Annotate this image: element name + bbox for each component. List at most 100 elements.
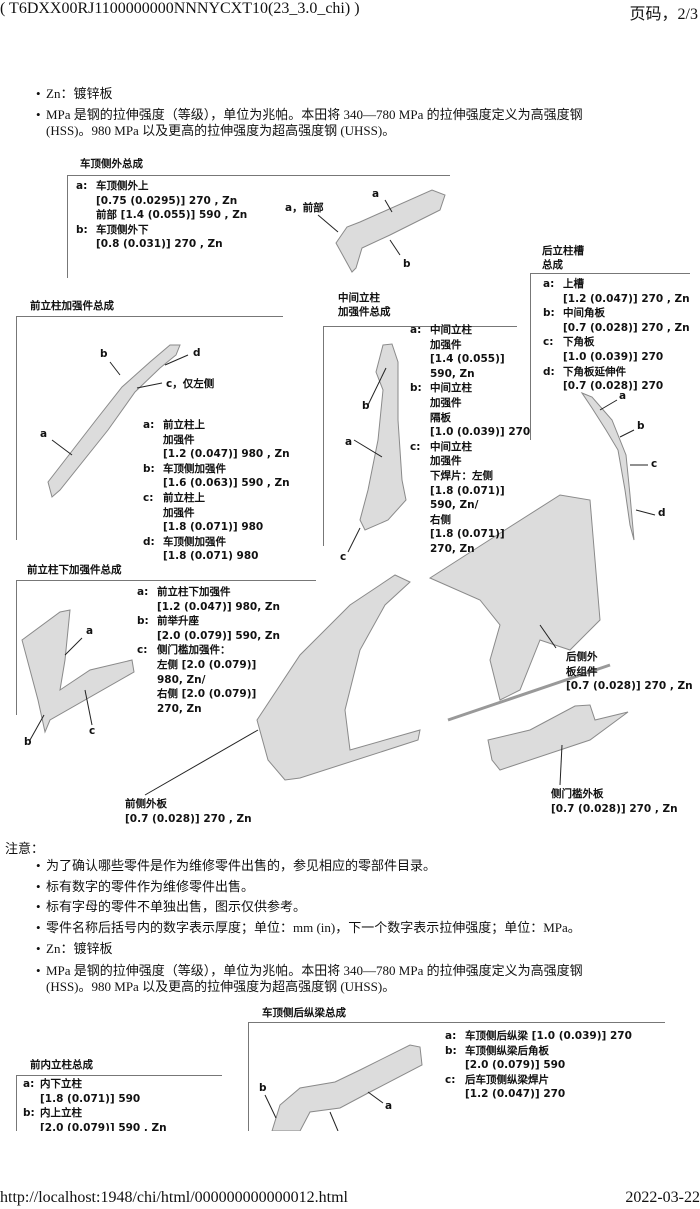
front-pillar-reinf-legend: a:前立柱上加强件[1.2 (0.047)] 980 , Zn b:车顶侧加强件… bbox=[143, 418, 290, 564]
parts-illustration bbox=[21, 189, 656, 796]
item-line: 车顶侧加强件 bbox=[163, 535, 226, 548]
bullet-text: Zn：镀锌板 bbox=[46, 941, 113, 956]
front-side-outer-label: 前侧外板[0.7 (0.028)] 270 , Zn bbox=[125, 797, 252, 826]
notes-heading: 注意： bbox=[5, 841, 45, 856]
item-line: [1.8 (0.071)] bbox=[430, 528, 505, 541]
divider bbox=[248, 1022, 249, 1131]
legend-item: c: 下角板[1.0 (0.039)] 270 bbox=[543, 335, 690, 364]
callout-b: b bbox=[100, 348, 108, 360]
item-line: 中间角板 bbox=[563, 307, 605, 320]
roof-side-outer-part bbox=[335, 189, 446, 273]
legend-item: b:中间立柱加强件隔板[1.0 (0.039)] 270 bbox=[410, 381, 530, 439]
item-line: [1.0 (0.039)] 270 bbox=[563, 350, 664, 363]
item-line: 车顶侧加强件 bbox=[163, 462, 226, 475]
page-url: http://localhost:1948/chi/html/000000000… bbox=[0, 1189, 348, 1206]
item-line: [0.7 (0.028)] 270 bbox=[563, 380, 664, 393]
callout-c-left-only: c，仅左侧 bbox=[166, 378, 215, 390]
item-line: [1.2 (0.047)] 980 , Zn bbox=[163, 448, 290, 461]
callout-c: c bbox=[340, 551, 347, 563]
callout-a: a bbox=[345, 436, 353, 448]
rear-pillar-channel-legend: a:上槽[1.2 (0.047)] 270 , Zn b:中间角板[0.7 (0… bbox=[543, 277, 690, 394]
legend-item: c:中间立柱加强件下焊片：左侧[1.8 (0.071)]590, Zn/右侧[1… bbox=[410, 440, 530, 557]
item-line: [0.7 (0.028)] 270 , Zn bbox=[563, 321, 690, 334]
bullet-zn: •Zn：镀锌板 bbox=[36, 86, 113, 101]
item-line: 侧门槛加强件： bbox=[157, 644, 231, 657]
item-line: 中间立柱 bbox=[430, 382, 472, 395]
callout-d: d bbox=[193, 347, 201, 359]
item-line: [1.6 (0.063)] 590 , Zn bbox=[163, 477, 290, 490]
item-key: b: bbox=[543, 307, 555, 320]
item-key: c: bbox=[410, 440, 421, 453]
divider bbox=[530, 273, 531, 440]
callout-d: d bbox=[658, 507, 666, 519]
callout-a-front: a，前部 bbox=[285, 202, 324, 214]
lower-parts-illustration bbox=[264, 1044, 423, 1131]
item-key: d: bbox=[543, 365, 555, 378]
bullet-text: 标有字母的零件不单独出售，图示仅供参考。 bbox=[46, 899, 307, 914]
item-key: a: bbox=[410, 324, 422, 336]
item-line: [1.2 (0.047)] 980, Zn bbox=[157, 600, 280, 613]
legend-item: b:车顶侧纵梁后角板[2.0 (0.079)] 590 bbox=[445, 1044, 632, 1073]
callout-b: b bbox=[403, 258, 411, 270]
bullet-text: MPa 是钢的拉伸强度（等级），单位为兆帕。本田将 340—780 MPa 的拉… bbox=[46, 963, 583, 978]
item-line: 中间立柱 bbox=[430, 440, 472, 453]
item-key: a: bbox=[76, 180, 88, 192]
callout-a: a bbox=[619, 390, 627, 402]
callout-a: a bbox=[372, 188, 380, 200]
front-pillar-lower-legend: a:前立柱下加强件[1.2 (0.047)] 980, Zn b:前举升座[2.… bbox=[137, 585, 280, 716]
item-line: 隔板 bbox=[430, 411, 451, 424]
label-line: [0.7 (0.028)] 270 , Zn bbox=[551, 802, 678, 815]
roof-side-rear-rail-part bbox=[271, 1044, 423, 1131]
item-line: 右侧 bbox=[430, 513, 451, 526]
item-line: 下角板延伸件 bbox=[563, 365, 626, 378]
item-line: 前举升座 bbox=[157, 615, 199, 628]
legend-item: a:中间立柱加强件[1.4 (0.055)]590, Zn bbox=[410, 323, 530, 381]
item-key: c: bbox=[543, 336, 554, 349]
divider bbox=[16, 316, 17, 540]
title-line: 中间立柱 bbox=[338, 292, 380, 304]
item-key: b: bbox=[410, 382, 422, 395]
item-line: [0.8 (0.031)] 270 , Zn bbox=[96, 238, 223, 251]
item-line: 车顶侧外下 bbox=[96, 223, 149, 236]
item-line: 加强件 bbox=[163, 433, 195, 446]
front-pillar-lower-title: 前立柱下加强件总成 bbox=[27, 564, 122, 576]
item-key: a: bbox=[445, 1030, 457, 1042]
item-line: [1.8 (0.071)] 980 bbox=[163, 521, 264, 534]
callout-b: b bbox=[362, 400, 370, 412]
divider bbox=[67, 175, 450, 176]
bullet-text: 标有数字的零件作为维修零件出售。 bbox=[46, 879, 255, 894]
item-line: 内上立柱 bbox=[40, 1107, 82, 1120]
legend-item: a:内下立柱[1.8 (0.071)] 590 bbox=[23, 1077, 167, 1106]
item-key: b: bbox=[76, 223, 88, 236]
legend-item: c:前立柱上加强件[1.8 (0.071)] 980 bbox=[143, 491, 290, 535]
item-line: 590, Zn bbox=[430, 367, 475, 380]
legend-item: c:后车顶侧纵梁焊片[1.2 (0.047)] 270 bbox=[445, 1073, 632, 1102]
legend-item: b:前举升座[2.0 (0.079)] 590, Zn bbox=[137, 614, 280, 643]
rear-side-outer-part bbox=[428, 494, 601, 701]
item-line: 右侧 [2.0 (0.079)] bbox=[157, 688, 257, 701]
center-pillar-part bbox=[359, 343, 407, 531]
document-code: ( T6DXX00RJ1100000000NNNYCXT10(23_3.0_ch… bbox=[0, 0, 360, 17]
callout-a: a bbox=[385, 1100, 393, 1112]
title-line: 加强件总成 bbox=[338, 306, 391, 318]
bullet-text-cont: (HSS)。980 MPa 以及更高的拉伸强度为超高强度钢 (UHSS)。 bbox=[46, 123, 396, 138]
item-key: b: bbox=[143, 462, 155, 475]
item-line: 下焊片：左侧 bbox=[430, 469, 493, 482]
lower-diagram: 车顶侧后纵梁总成 a:车顶侧后纵梁 [1.0 (0.039)] 270 b:车顶… bbox=[0, 1000, 700, 1131]
item-line: 270, Zn bbox=[157, 702, 202, 715]
legend-item: b:内上立柱[2.0 (0.079)] 590 , Zn bbox=[23, 1106, 167, 1131]
note-bullet: •标有数字的零件作为维修零件出售。 bbox=[36, 879, 255, 894]
item-line: [0.75 (0.0295)] 270 , Zn bbox=[96, 194, 238, 207]
item-line: 中间立柱 bbox=[430, 324, 472, 336]
item-line: 车顶侧后纵梁 [1.0 (0.039)] 270 bbox=[465, 1030, 632, 1042]
legend-item: b: 中间角板[0.7 (0.028)] 270 , Zn bbox=[543, 306, 690, 335]
item-key: a: bbox=[23, 1078, 35, 1090]
side-sill-outer-part bbox=[487, 704, 629, 771]
print-date: 2022-03-22 bbox=[625, 1189, 700, 1206]
item-line: 下角板 bbox=[563, 336, 595, 349]
item-line: 加强件 bbox=[430, 455, 462, 468]
item-line: 前立柱上 bbox=[163, 419, 205, 431]
callout-c: c bbox=[89, 725, 96, 737]
